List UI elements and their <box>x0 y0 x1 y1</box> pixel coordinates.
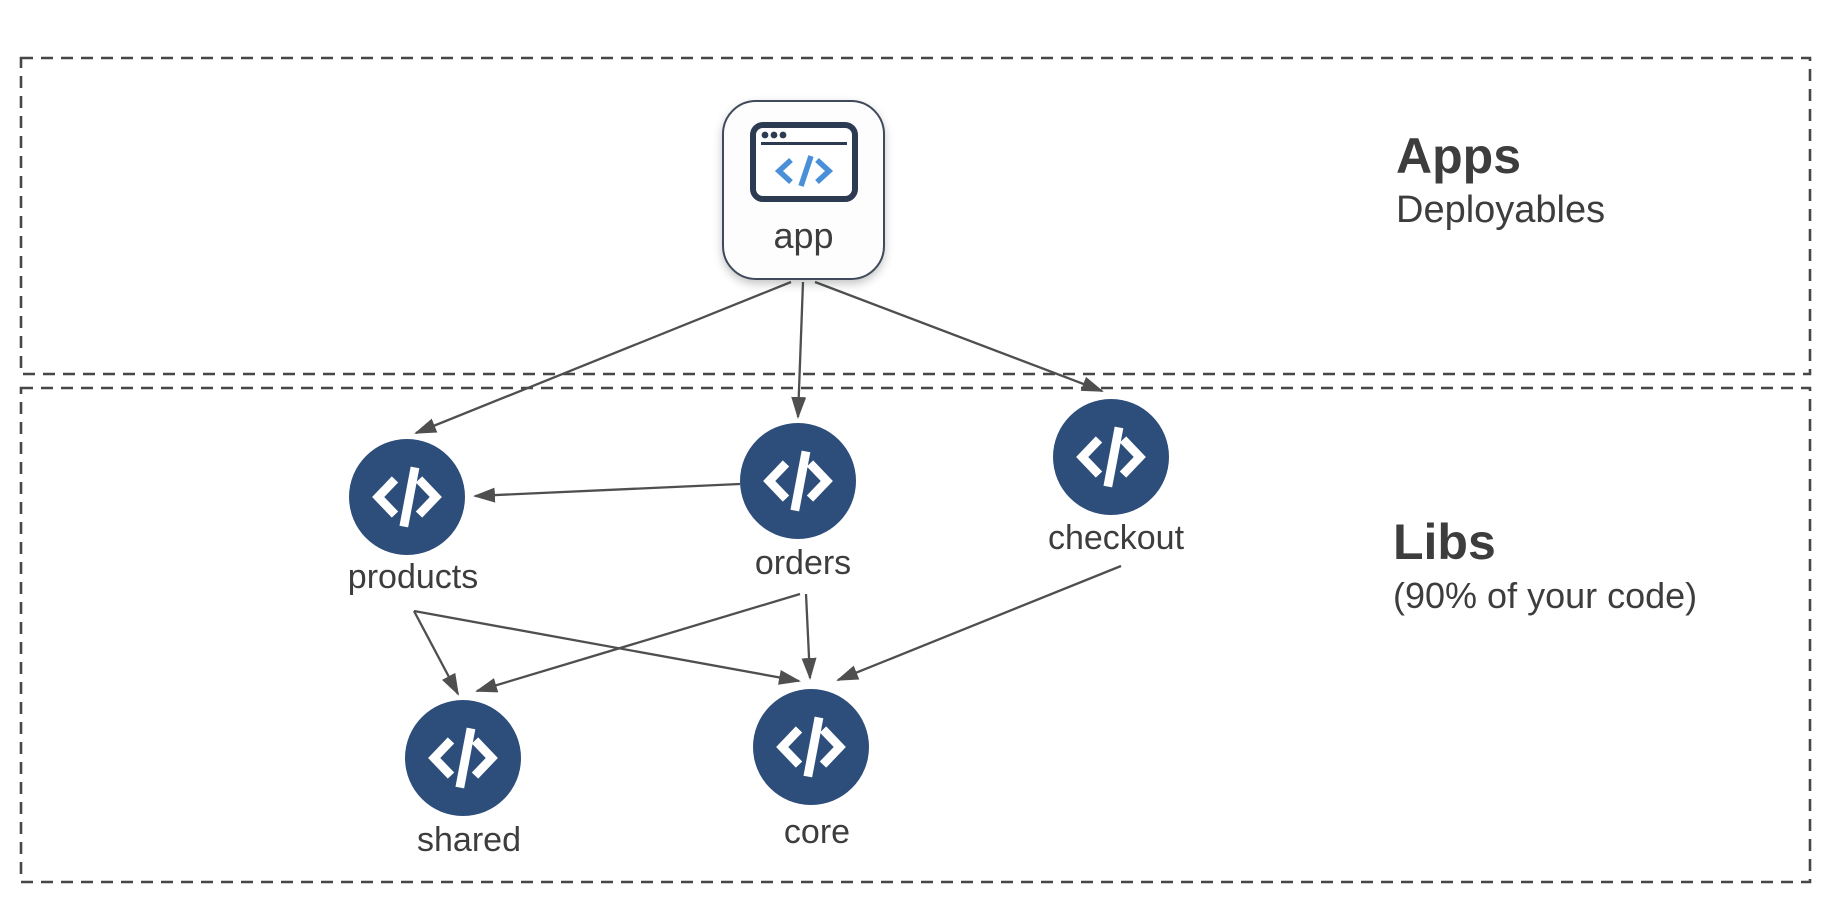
edge-orders-products <box>473 482 741 503</box>
node-shared <box>405 700 521 816</box>
browser-code-icon <box>749 122 858 202</box>
node-label-shared: shared <box>417 821 521 859</box>
libs-section-subtitle: (90% of your code) <box>1393 574 1698 616</box>
edge-products-core <box>413 609 801 685</box>
edge-app-orders <box>791 281 807 419</box>
node-label-app: app <box>773 215 834 256</box>
libs-section-label: Libs (90% of your code) <box>1393 514 1697 617</box>
node-label-orders: orders <box>754 544 852 582</box>
code-icon <box>428 727 498 789</box>
libs-section-title: Libs <box>1393 514 1496 570</box>
node-orders <box>740 423 856 539</box>
code-icon <box>1076 426 1146 488</box>
apps-section-subtitle: Deployables <box>1396 188 1606 231</box>
dependency-edges <box>412 280 1122 696</box>
node-checkout <box>1053 399 1169 515</box>
node-label-checkout: checkout <box>1047 519 1185 557</box>
node-products <box>349 439 465 555</box>
edge-checkout-core <box>836 564 1122 682</box>
edge-app-checkout <box>814 280 1104 393</box>
libs-section-border <box>19 386 1812 884</box>
code-icon <box>763 450 833 512</box>
code-icon <box>372 466 442 528</box>
code-icon <box>776 716 846 778</box>
edge-orders-core <box>801 593 817 680</box>
node-label-products: products <box>347 558 479 596</box>
node-app: app <box>722 100 885 280</box>
node-core <box>753 689 869 805</box>
apps-section-title: Apps <box>1396 128 1521 184</box>
edge-products-shared <box>412 610 460 696</box>
apps-section-border <box>19 56 1812 376</box>
apps-section-label: Apps Deployables <box>1396 128 1605 233</box>
edge-orders-shared <box>475 592 801 693</box>
node-label-core: core <box>783 813 851 851</box>
edge-app-products <box>414 280 792 435</box>
